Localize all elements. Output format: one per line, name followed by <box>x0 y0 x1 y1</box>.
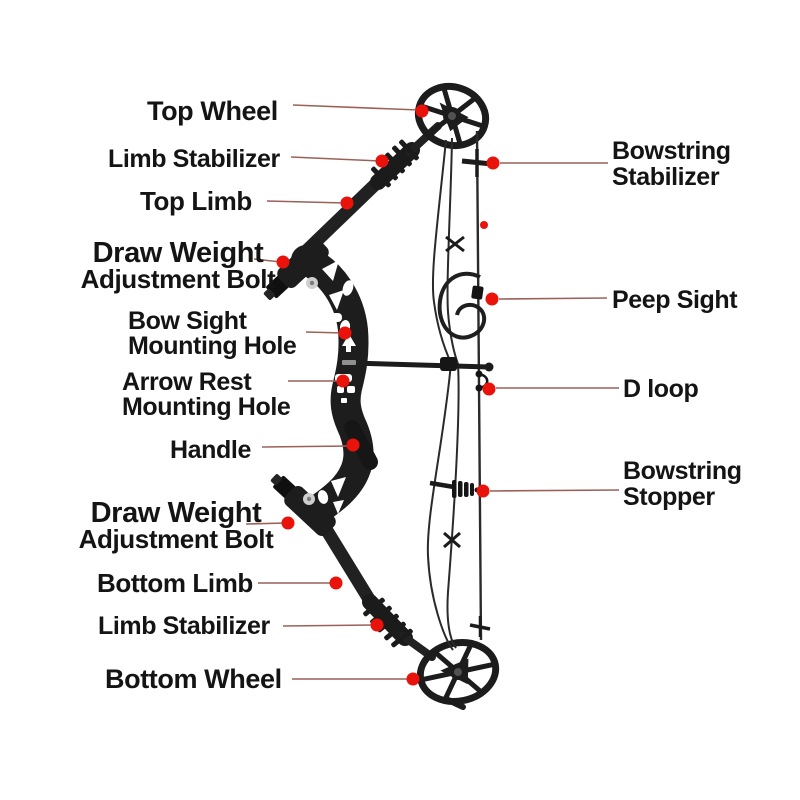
label-peep-sight: Peep Sight <box>612 286 738 314</box>
label-top-wheel: Top Wheel <box>147 96 278 126</box>
label-text: Draw Weight <box>90 497 262 529</box>
marker-dot-limb-stabilizer-top <box>375 154 389 168</box>
leader-line-draw-weight-adjustment-bolt-bottom <box>245 522 287 525</box>
label-limb-stabilizer-top: Limb Stabilizer <box>108 145 280 173</box>
label-text: D loop <box>623 375 699 403</box>
string-anchor-graphic <box>469 616 491 637</box>
label-text: Bottom Wheel <box>105 664 282 694</box>
riser-screws <box>303 277 318 505</box>
marker-dot-handle <box>346 438 360 452</box>
string-cross-upper-graphic <box>445 235 465 253</box>
marker-dot-d-loop <box>482 382 496 396</box>
leader-line-limb-stabilizer-bottom <box>282 624 375 627</box>
cam-bracket-graphic <box>443 696 466 710</box>
label-text: Adjustment Bolt <box>78 524 274 554</box>
label-top-limb: Top Limb <box>140 187 252 216</box>
leader-line-peep-sight <box>498 297 608 300</box>
cable-graphic <box>426 139 454 651</box>
label-d-loop: D loop <box>623 375 699 403</box>
label-limb-stabilizer-bottom: Limb Stabilizer <box>98 612 270 640</box>
label-text: Top Wheel <box>147 96 278 126</box>
label-text: Top Limb <box>140 186 252 216</box>
marker-dot-bowstring-stopper <box>476 484 490 498</box>
label-text: Stabilizer <box>612 163 720 191</box>
label-text: Mounting Hole <box>122 393 291 421</box>
peep-sight-graphic <box>437 271 487 340</box>
marker-dot-arrow-rest-mounting-hole <box>336 374 350 388</box>
cable-slide-graphic <box>440 357 457 371</box>
bow-sight-mounting-hole-graphic <box>342 334 356 352</box>
leader-line-draw-weight-adjustment-bolt-top <box>253 258 282 263</box>
label-bottom-wheel: Bottom Wheel <box>105 664 282 694</box>
leader-line-handle <box>261 445 351 448</box>
leader-line-top-wheel <box>292 104 420 111</box>
label-text: Peep Sight <box>612 286 738 314</box>
handle-grip-graphic <box>344 420 378 470</box>
marker-dot-bow-sight-mounting-hole <box>338 326 352 340</box>
label-text: Draw Weight <box>92 237 264 269</box>
marker-dot-bottom-wheel <box>406 672 420 686</box>
bowstring-stopper-graphic <box>429 480 480 498</box>
marker-dot-draw-weight-adjustment-bolt-bottom <box>281 516 295 530</box>
d-loop-graphic <box>475 370 489 392</box>
leader-line-limb-stabilizer-top <box>290 156 381 162</box>
marker-dot-limb-stabilizer-bottom <box>370 618 384 632</box>
label-text: Stopper <box>623 483 715 511</box>
string-cross-lower-graphic <box>443 531 461 549</box>
marker-dot-top-limb <box>340 196 354 210</box>
stray-marker-dot <box>480 221 488 229</box>
label-text: Bowstring <box>623 457 742 485</box>
marker-dot-bottom-limb <box>329 576 343 590</box>
label-text: Handle <box>170 436 251 464</box>
leader-line-top-limb <box>266 200 346 204</box>
label-text: Mounting Hole <box>128 332 297 360</box>
brand-strip <box>342 360 356 365</box>
riser-graphic <box>263 238 378 536</box>
label-text: Arrow Rest <box>122 368 252 396</box>
marker-dot-top-wheel <box>415 104 429 118</box>
label-text: Adjustment Bolt <box>80 264 276 294</box>
marker-dot-draw-weight-adjustment-bolt-top <box>276 255 290 269</box>
label-text: Bowstring <box>612 137 731 165</box>
marker-dot-peep-sight <box>485 292 499 306</box>
label-handle: Handle <box>170 436 251 464</box>
label-text: Limb Stabilizer <box>98 612 270 640</box>
label-bottom-limb: Bottom Limb <box>97 569 253 598</box>
label-text: Bottom Limb <box>97 568 253 598</box>
label-text: Limb Stabilizer <box>108 145 280 173</box>
cable-guard-graphic <box>349 357 494 372</box>
leader-line-bowstring-stopper <box>489 489 620 492</box>
label-text: Bow Sight <box>128 307 247 335</box>
leader-line-bow-sight-mounting-hole <box>305 331 344 334</box>
marker-dot-bowstring-stabilizer <box>486 156 500 170</box>
bottom-wheel-graphic <box>416 639 500 705</box>
